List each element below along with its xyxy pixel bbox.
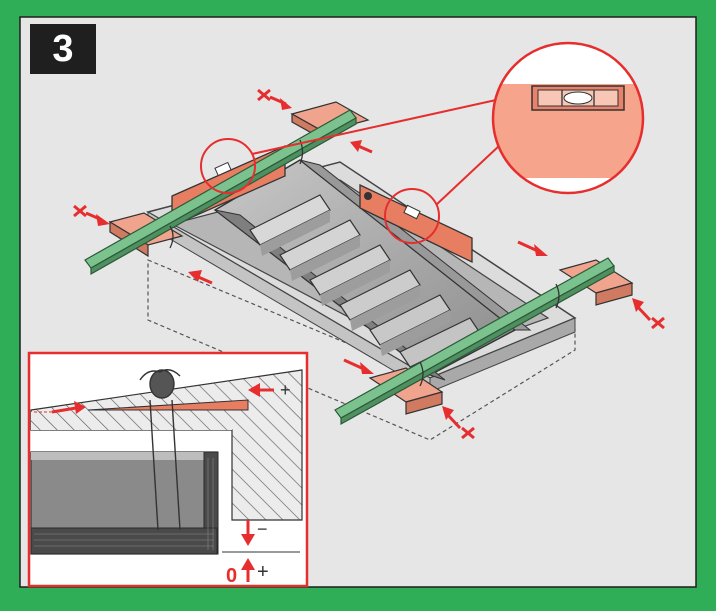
label-plus-bottom: + (257, 561, 269, 583)
adjust-marker-top (257, 88, 373, 154)
shim-wedge (87, 399, 249, 411)
zoom-circle-border (491, 41, 645, 195)
label-zero: 0 (226, 565, 237, 587)
label-minus: − (257, 519, 268, 539)
arrow-left-icon (248, 383, 260, 397)
arrow-up-icon (241, 558, 255, 570)
zoom-target-right (384, 188, 440, 244)
inset-detail: + − 0 + (27, 351, 309, 588)
adjust-marker-right (517, 240, 665, 330)
adjust-marker-bottom (343, 358, 475, 440)
step-number-badge: 3 (30, 24, 96, 74)
adjust-markers (73, 88, 665, 440)
level-bubble-zoom (491, 41, 645, 195)
folding-ladder (213, 159, 532, 381)
fastener-clamp (139, 369, 181, 531)
zoom-callout-lines (200, 99, 501, 244)
level-bars (84, 109, 615, 426)
arrow-down-icon (241, 534, 255, 546)
zoom-target-left (200, 138, 256, 194)
arrow-right-icon (74, 401, 86, 414)
adjust-marker-left (73, 204, 213, 285)
label-plus-top: + (280, 380, 291, 400)
clamps (169, 139, 560, 387)
